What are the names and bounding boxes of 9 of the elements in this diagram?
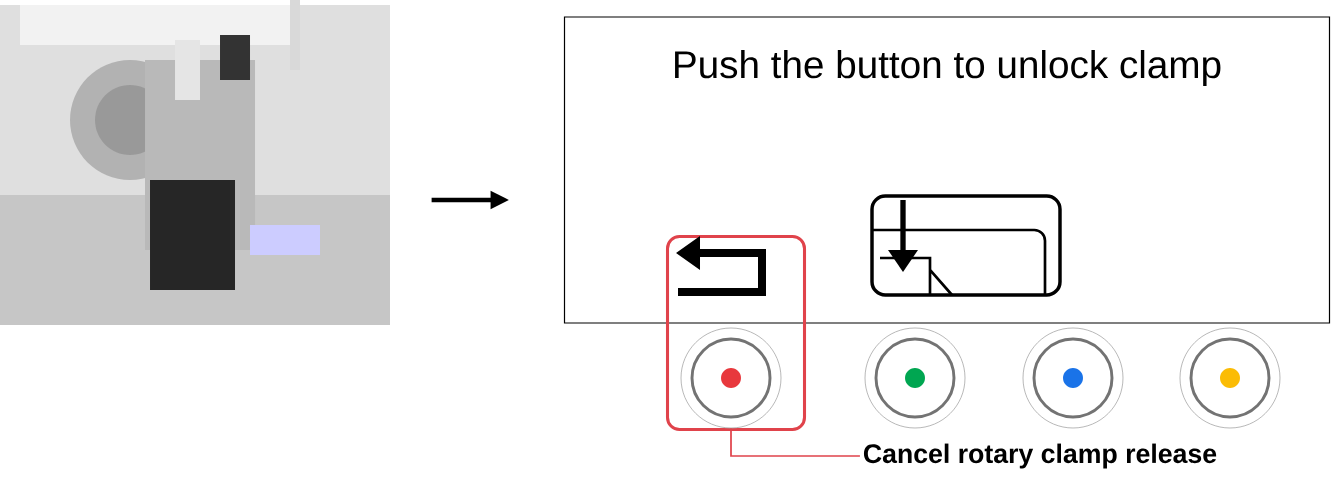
machine-photo (0, 0, 390, 325)
push-button (680, 327, 782, 429)
display-screen: Push the button to unlock clamp (563, 16, 1331, 324)
push-button (864, 327, 966, 429)
highlight-box (665, 234, 807, 432)
callout-text: Cancel rotary clamp release (863, 443, 1217, 469)
push-button (1022, 327, 1124, 429)
leader-line (730, 427, 861, 457)
push-button (1179, 327, 1281, 429)
